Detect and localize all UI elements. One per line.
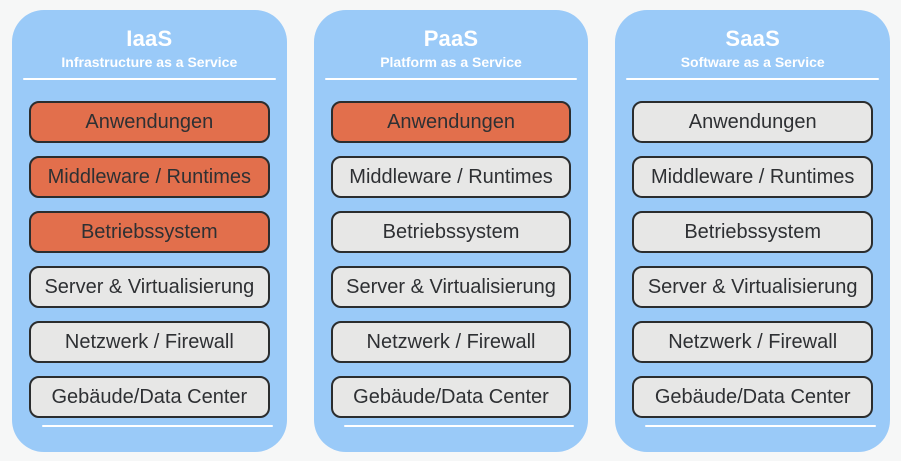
saas-layer-stack: Anwendungen Middleware / Runtimes Betrie… xyxy=(615,80,890,418)
paas-layer-netzwerk-firewall: Netzwerk / Firewall xyxy=(330,321,572,363)
paas-header: PaaS Platform as a Service xyxy=(314,10,589,71)
paas-subtitle: Platform as a Service xyxy=(380,54,522,70)
saas-layer-anwendungen: Anwendungen xyxy=(632,101,874,143)
iaas-footer-divider xyxy=(42,425,273,427)
layer-label: Betriebssystem xyxy=(382,220,520,243)
paas-layer-middleware-runtimes: Middleware / Runtimes xyxy=(330,156,572,198)
saas-header-divider xyxy=(626,78,880,80)
paas-column: PaaS Platform as a Service Anwendungen M… xyxy=(313,10,589,452)
iaas-subtitle: Infrastructure as a Service xyxy=(61,54,238,70)
paas-title: PaaS xyxy=(423,26,479,51)
saas-subtitle: Software as a Service xyxy=(680,54,825,70)
layer-label: Betriebssystem xyxy=(684,220,822,243)
iaas-layer-stack: Anwendungen Middleware / Runtimes Betrie… xyxy=(12,80,287,418)
iaas-title: IaaS xyxy=(126,26,173,51)
iaas-layer-betriebssystem: Betriebssystem xyxy=(29,211,270,253)
layer-label: Gebäude/Data Center xyxy=(353,385,549,408)
saas-layer-gebaeude-data-center: Gebäude/Data Center xyxy=(632,376,874,418)
iaas-layer-gebaeude-data-center: Gebäude/Data Center xyxy=(29,376,270,418)
saas-footer-divider xyxy=(645,425,877,427)
layer-label: Anwendungen xyxy=(85,110,214,133)
paas-layer-stack: Anwendungen Middleware / Runtimes Betrie… xyxy=(314,80,589,418)
paas-layer-server-virtualisierung: Server & Virtualisierung xyxy=(330,266,572,308)
iaas-header: IaaS Infrastructure as a Service xyxy=(12,10,287,71)
saas-header: SaaS Software as a Service xyxy=(615,10,890,71)
iaas-layer-netzwerk-firewall: Netzwerk / Firewall xyxy=(29,321,270,363)
layer-label: Server & Virtualisierung xyxy=(647,275,858,298)
iaas-column: IaaS Infrastructure as a Service Anwendu… xyxy=(12,10,287,452)
layer-label: Anwendungen xyxy=(387,110,515,133)
paas-header-divider xyxy=(324,78,578,80)
layer-label: Netzwerk / Firewall xyxy=(366,330,536,353)
layer-label: Gebäude/Data Center xyxy=(51,385,248,408)
iaas-header-divider xyxy=(23,78,276,80)
saas-column: SaaS Software as a Service Anwendungen M… xyxy=(615,10,891,452)
paas-layer-gebaeude-data-center: Gebäude/Data Center xyxy=(330,376,572,418)
layer-label: Betriebssystem xyxy=(80,220,218,243)
saas-title: SaaS xyxy=(725,26,780,51)
saas-layer-betriebssystem: Betriebssystem xyxy=(632,211,874,253)
paas-footer-divider xyxy=(343,425,575,427)
layer-label: Gebäude/Data Center xyxy=(654,385,851,408)
layer-label: Server & Virtualisierung xyxy=(44,275,255,298)
paas-layer-betriebssystem: Betriebssystem xyxy=(330,211,572,253)
iaas-layer-server-virtualisierung: Server & Virtualisierung xyxy=(29,266,270,308)
saas-layer-server-virtualisierung: Server & Virtualisierung xyxy=(632,266,874,308)
paas-layer-anwendungen: Anwendungen xyxy=(330,101,572,143)
layer-label: Anwendungen xyxy=(688,110,817,133)
layer-label: Netzwerk / Firewall xyxy=(64,330,234,353)
iaas-layer-anwendungen: Anwendungen xyxy=(29,101,270,143)
layer-label: Middleware / Runtimes xyxy=(650,165,855,188)
saas-layer-netzwerk-firewall: Netzwerk / Firewall xyxy=(632,321,874,363)
layer-label: Netzwerk / Firewall xyxy=(668,330,838,353)
saas-layer-middleware-runtimes: Middleware / Runtimes xyxy=(632,156,874,198)
layer-label: Server & Virtualisierung xyxy=(346,275,556,298)
layer-label: Middleware / Runtimes xyxy=(349,165,553,188)
layer-label: Middleware / Runtimes xyxy=(47,165,252,188)
iaas-layer-middleware-runtimes: Middleware / Runtimes xyxy=(29,156,270,198)
